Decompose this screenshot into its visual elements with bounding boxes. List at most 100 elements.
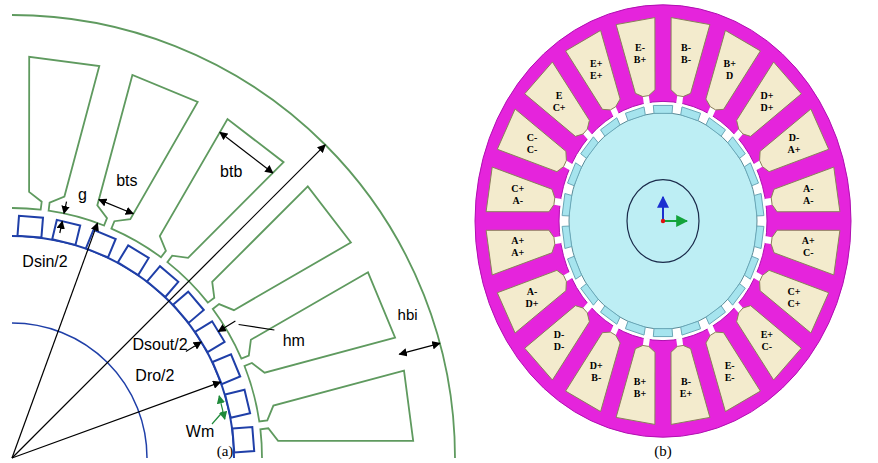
winding-label: D+: [760, 91, 773, 101]
magnet-block: [653, 105, 672, 113]
winding-slot: [671, 18, 710, 97]
winding-label: A-: [803, 196, 814, 206]
magnet-block: [147, 266, 178, 297]
winding-label: D-: [789, 133, 800, 143]
dimension-label: hm: [283, 333, 305, 349]
magnet-block: [568, 163, 582, 186]
winding-label: A-: [527, 287, 538, 297]
shaft-circle: [627, 180, 699, 263]
winding-label: E: [556, 91, 563, 101]
dimension-line: [60, 221, 63, 233]
winding-label: D-: [554, 342, 565, 352]
winding-label: D-: [554, 330, 565, 340]
magnet-block: [195, 321, 225, 352]
magnet-block: [581, 284, 599, 306]
magnet-block: [728, 284, 746, 306]
winding-label: D+: [526, 299, 539, 309]
magnet-block: [706, 306, 726, 324]
winding-label: B-: [681, 43, 691, 53]
dimension-line: [64, 202, 67, 214]
magnet-block: [754, 194, 764, 216]
magnet-block: [728, 137, 746, 159]
winding-label: C+: [788, 299, 801, 309]
winding-label: A-: [803, 184, 814, 194]
dimension-label: Dsout/2: [132, 337, 187, 353]
dimension-line: [399, 343, 440, 354]
winding-slot: [616, 345, 655, 424]
magnet-block: [601, 118, 621, 136]
panel-caption: (b): [654, 444, 672, 459]
magnet-block: [681, 107, 701, 121]
quarter-section: [12, 15, 455, 458]
full-section: [475, 5, 851, 437]
magnet-block: [562, 194, 572, 216]
stator-core: [475, 5, 851, 437]
winding-label: D+: [590, 361, 603, 371]
panel-caption: (a): [217, 444, 234, 459]
winding-label: C-: [527, 133, 538, 143]
air-gap: [559, 101, 767, 340]
winding-label: C+: [553, 103, 566, 113]
winding-slot: [497, 270, 566, 333]
magnet-block: [625, 321, 645, 335]
magnet-block: [225, 390, 250, 418]
winding-slot: [566, 30, 621, 109]
winding-label: D: [726, 71, 733, 81]
magnet-block: [653, 329, 672, 337]
magnet-block: [232, 427, 254, 453]
dimension-label: Dro/2: [135, 368, 174, 384]
dimension-line: [12, 145, 325, 458]
winding-label: D+: [760, 103, 773, 113]
winding-label: C+: [511, 184, 524, 194]
magnet-block: [568, 256, 582, 279]
dimension-line: [12, 223, 98, 458]
magnet-block: [706, 118, 726, 136]
magnet-block: [118, 245, 149, 275]
magnet-block: [744, 163, 758, 186]
winding-label: C-: [527, 145, 538, 155]
winding-label: E-: [725, 361, 735, 371]
winding-label: B+: [634, 55, 646, 65]
winding-slot: [706, 332, 761, 411]
dimension-line: [12, 382, 221, 458]
magnet-block: [562, 226, 572, 248]
winding-label: B+: [634, 377, 646, 387]
winding-label: C-: [762, 342, 773, 352]
winding-slot: [771, 167, 840, 212]
leader-line: [212, 412, 223, 425]
winding-label: A+: [511, 236, 524, 246]
magnet-block: [744, 256, 758, 279]
winding-label: A+: [788, 145, 801, 155]
dimension-label: g: [78, 187, 87, 203]
magnet-block: [581, 137, 599, 159]
magnet-block: [601, 306, 621, 324]
magnet-block: [754, 226, 764, 248]
magnet-block: [625, 107, 645, 121]
winding-label: B-: [591, 373, 601, 383]
winding-label: B-: [681, 55, 691, 65]
winding-label: E+: [590, 71, 602, 81]
origin-dot: [661, 219, 665, 223]
winding-slot: [486, 230, 555, 275]
dimension-label: btb: [220, 164, 242, 180]
leader-line: [239, 325, 275, 331]
magnet-block: [52, 220, 80, 245]
magnet-block: [173, 292, 204, 323]
winding-slot: [771, 230, 840, 275]
winding-label: B+: [634, 389, 646, 399]
winding-label: C+: [788, 287, 801, 297]
winding-slot: [760, 109, 829, 172]
winding-slot: [671, 345, 710, 424]
winding-slot: [616, 18, 655, 97]
stator-slots: [12, 57, 413, 458]
winding-label: C-: [803, 248, 814, 258]
dimension-label: hbi: [398, 307, 418, 322]
dimension-label: Dsin/2: [22, 254, 67, 270]
magnet-block: [18, 216, 44, 238]
winding-label: A+: [802, 236, 815, 246]
winding-label: A+: [511, 248, 524, 258]
dimension-line: [186, 342, 201, 351]
dimension-line: [218, 321, 235, 332]
winding-slot: [486, 167, 555, 212]
